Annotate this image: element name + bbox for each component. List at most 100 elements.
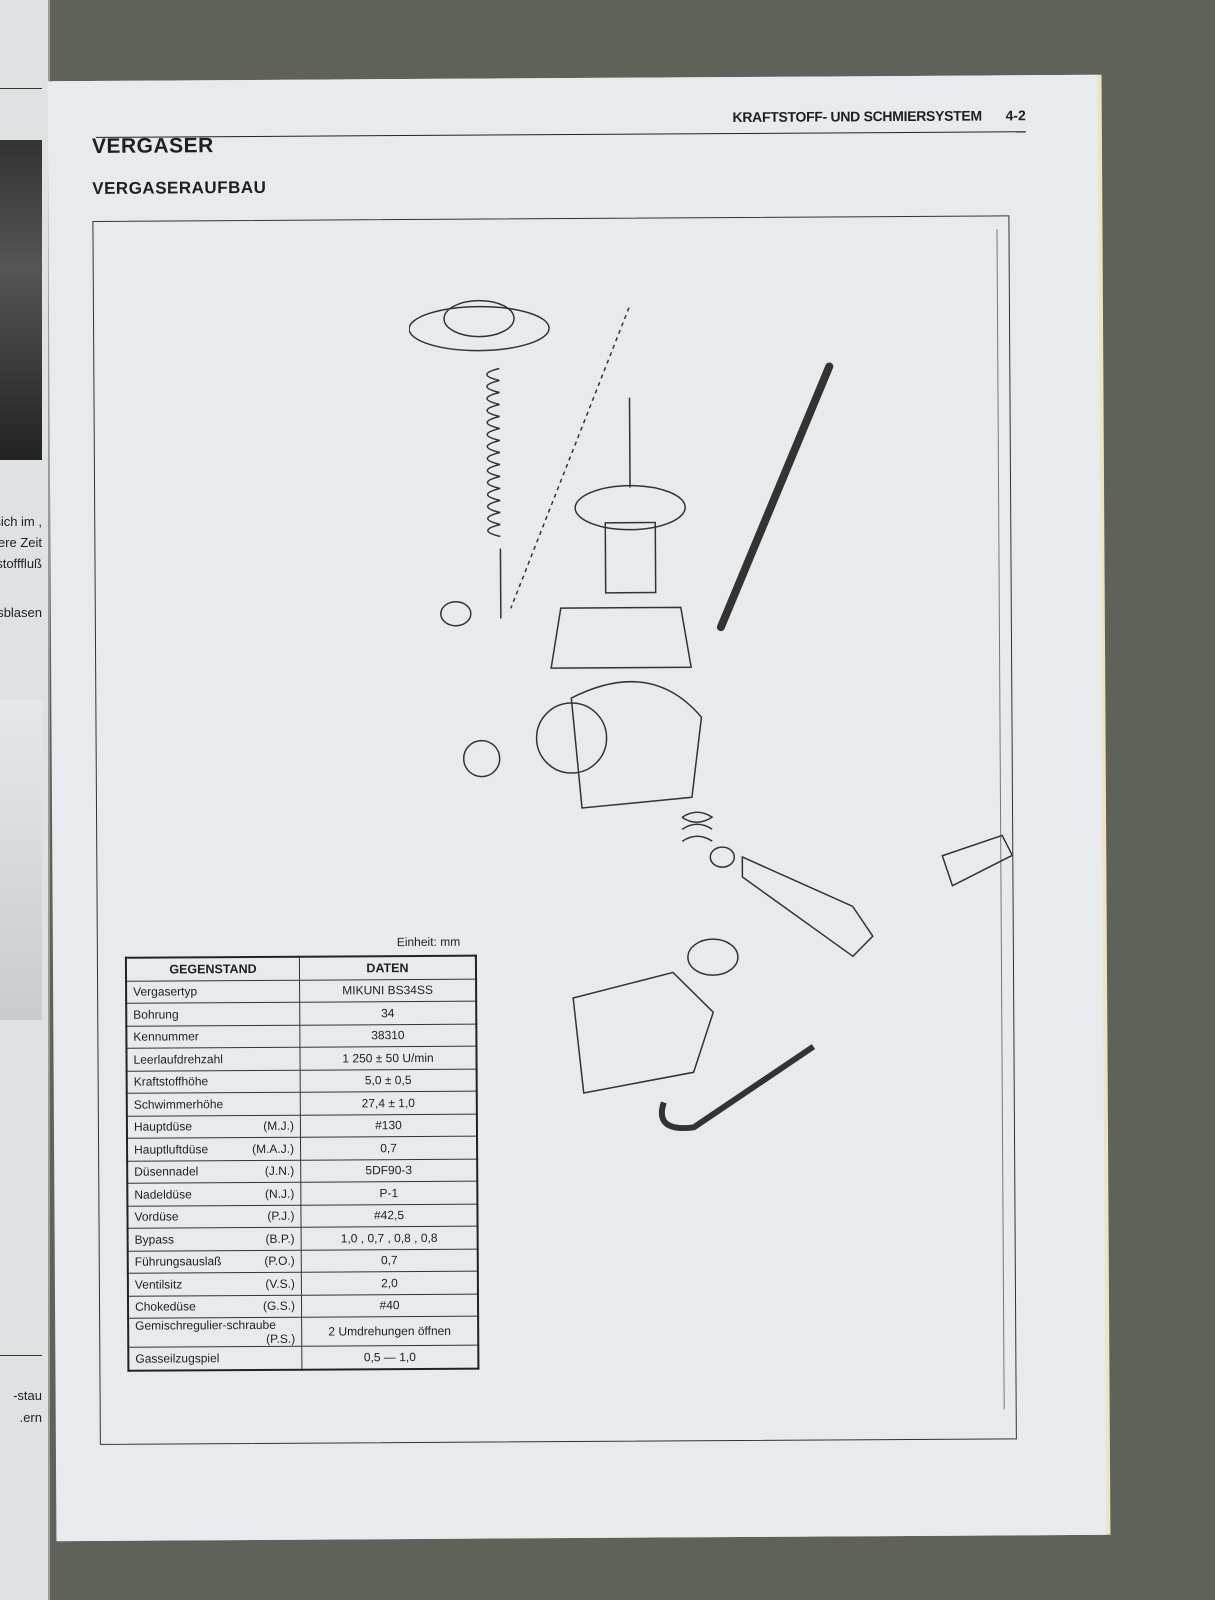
cap [440, 600, 472, 627]
divider [0, 1355, 42, 1356]
running-header: KRAFTSTOFF- UND SCHMIERSYSTEM 4-2 [95, 103, 1026, 138]
item-cell: Hauptdüse (M.J.) [126, 1114, 301, 1139]
item-cell: Chokedüse (G.S.) [127, 1294, 302, 1319]
value-cell: #42,5 [300, 1203, 478, 1228]
page-number: 4-2 [1005, 107, 1026, 124]
item-abbreviation: (G.S.) [262, 1298, 296, 1314]
float [687, 938, 739, 976]
item-cell: Vordüse(P.J.) [127, 1204, 302, 1229]
vent-hose [716, 362, 834, 632]
table-row: Vergasertyp MIKUNI BS34SS [126, 978, 477, 1004]
page-title: VERGASER [91, 134, 214, 158]
table-row: Schwimmerhöhe 27,4 ± 1,0 [126, 1091, 477, 1116]
item-label: Hauptluftdüse [134, 1142, 209, 1157]
table-row: Nadeldüse(N.J.)P-1 [127, 1181, 478, 1206]
item-label: Düsennadel [134, 1164, 199, 1179]
carburetor-flange [550, 606, 693, 669]
item-abbreviation: (M.J.) [263, 1118, 294, 1134]
table-row: Ventilsitz(V.S.)2,0 [127, 1271, 478, 1296]
value-cell: #130 [300, 1113, 478, 1138]
item-cell: Gasseilzugspiel [128, 1346, 302, 1371]
item-label: Nadeldüse [134, 1187, 192, 1202]
value-cell: 1 250 ± 50 U/min [299, 1046, 477, 1070]
facing-text: gere Zeit [0, 535, 42, 550]
washer [709, 846, 736, 868]
item-cell: Düsennadel (J.N.) [127, 1159, 301, 1184]
table-row: Vordüse(P.J.)#42,5 [127, 1203, 478, 1229]
unit-label: Einheit: mm [396, 934, 461, 950]
jet-needle [628, 397, 631, 488]
item-abbreviation: (P.S.) [266, 1331, 296, 1346]
value-cell: MIKUNI BS34SS [299, 978, 477, 1003]
diaphragm [574, 484, 686, 531]
item-label: Bypass [134, 1232, 175, 1247]
item-cell: Kennummer [126, 1024, 300, 1049]
section-title: KRAFTSTOFF- UND SCHMIERSYSTEM [732, 107, 982, 126]
item-label: Kennummer [133, 1029, 199, 1044]
item-label: Führungsauslaß [134, 1254, 222, 1269]
item-abbreviation: (M.A.J.) [252, 1141, 295, 1156]
spring [486, 367, 501, 538]
value-cell: 5,0 ± 0,5 [300, 1068, 477, 1093]
facing-text: ern. [19, 1410, 42, 1425]
facing-text: stau- [13, 1388, 42, 1403]
value-cell: 0,7 [300, 1136, 478, 1160]
item-abbreviation: (P.O.) [264, 1253, 295, 1269]
value-cell: 2 Umdrehungen öffnen [301, 1316, 479, 1347]
value-cell: #40 [301, 1293, 479, 1318]
table-row: Bypass (B.P.) 1,0 , 0,7 , 0,8 , 0,8 [127, 1226, 478, 1251]
drain-hose [659, 1044, 816, 1132]
value-cell: 0,5 — 1,0 [301, 1345, 479, 1370]
carburetor-body [570, 680, 703, 809]
section-subtitle: VERGASERAUFBAU [92, 177, 267, 198]
item-label: Vergasertyp [133, 984, 198, 999]
table-row: Chokedüse (G.S.) #40 [127, 1293, 479, 1319]
value-cell: 27,4 ± 1,0 [300, 1091, 477, 1115]
specifications-table: GEGENSTAND DATEN Vergasertyp MIKUNI BS34S… [124, 954, 480, 1372]
throttle-plate [462, 739, 501, 778]
item-label: Vordüse [134, 1209, 179, 1224]
table-row: Düsennadel(J.N.)5DF90-3 [127, 1158, 478, 1184]
facing-text: stofffluß [0, 556, 42, 571]
table-header-row: GEGENSTAND DATEN [125, 955, 477, 981]
facing-page-photo [0, 140, 42, 460]
manual-page: KRAFTSTOFF- UND SCHMIERSYSTEM 4-2 VERGAS… [47, 74, 1107, 1542]
item-label: Chokedüse [134, 1299, 196, 1314]
item-abbreviation: (N.J.) [264, 1186, 295, 1201]
column-header: GEGENSTAND [125, 956, 300, 981]
carburetor-bore [535, 702, 608, 774]
item-label: Hauptdüse [133, 1119, 193, 1134]
float-spring [681, 811, 714, 842]
table-row: Bohrung 34 [126, 1001, 477, 1026]
value-cell: 1,0 , 0,7 , 0,8 , 0,8 [301, 1226, 478, 1250]
facing-text: , sich im [0, 514, 42, 529]
item-cell: Vergasertyp [126, 979, 300, 1004]
item-abbreviation: (B.P.) [265, 1231, 295, 1246]
table-row: Leerlaufdrehzahl 1 250 ± 50 U/min [126, 1046, 477, 1071]
facing-text: sblasen. [0, 605, 42, 620]
item-cell: Bohrung [126, 1002, 300, 1026]
table-row: Kraftstoffhöhe 5,0 ± 0,5 [126, 1068, 477, 1094]
facing-page-photo [0, 700, 42, 1020]
item-label: Kraftstoffhöhe [133, 1074, 209, 1089]
facing-page: , sich im gere Zeit stofffluß sblasen. s… [0, 0, 50, 1600]
top-cover-dome [443, 299, 515, 338]
value-cell: 34 [299, 1001, 477, 1025]
item-label: Gemischregulier-schraube [135, 1317, 276, 1333]
guide-line [510, 307, 630, 609]
table-row: Hauptdüse (M.J.) #130 [126, 1113, 478, 1139]
table-row: Gemischregulier-schraube(P.S.) 2 Umdrehun… [128, 1316, 479, 1348]
item-label: Schwimmerhöhe [133, 1096, 224, 1112]
float-arm [741, 855, 874, 958]
table-row: Hauptluftdüse (M.A.J.) 0,7 [127, 1136, 478, 1161]
column-header: DATEN [299, 955, 477, 980]
bracket [941, 834, 1014, 887]
item-cell: Bypass (B.P.) [127, 1227, 302, 1251]
item-label: Leerlaufdrehzahl [133, 1051, 223, 1067]
item-abbreviation: (J.N.) [264, 1163, 295, 1179]
item-cell: Ventilsitz(V.S.) [127, 1272, 302, 1296]
value-cell: 2,0 [301, 1271, 478, 1295]
item-label: Bohrung [133, 1007, 179, 1022]
